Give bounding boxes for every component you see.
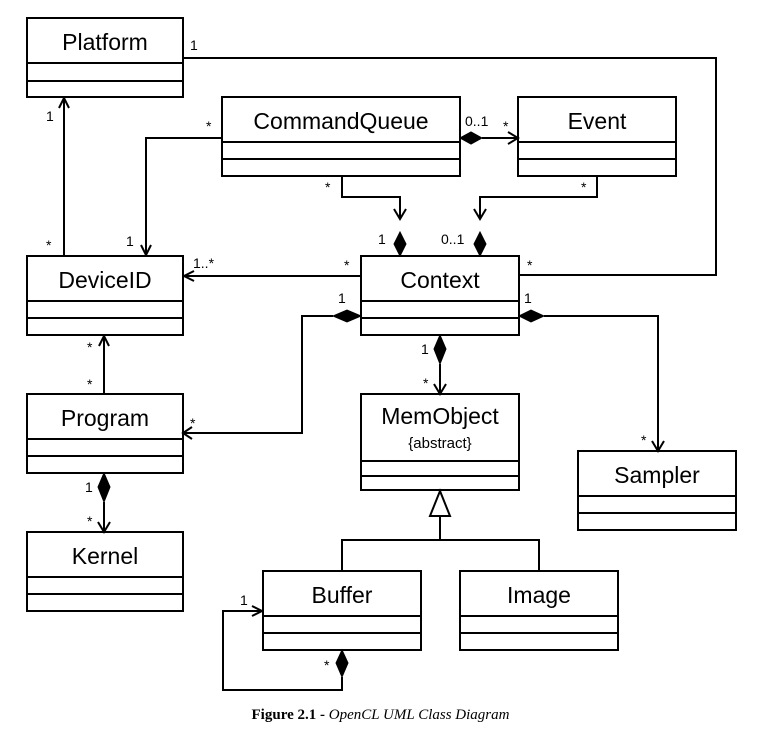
- multiplicity-label: *: [503, 118, 509, 134]
- buffer-self-diamond: [335, 648, 349, 679]
- multiplicity-label: *: [324, 657, 330, 673]
- multiplicity-label: 1: [190, 37, 198, 53]
- multiplicity-label: 1: [338, 290, 346, 306]
- buffer-self-association: [222, 611, 343, 691]
- program-context-arrowhead: [181, 426, 193, 440]
- multiplicity-label: *: [344, 257, 350, 273]
- multiplicity-label: 1: [85, 479, 93, 495]
- platform-label: Platform: [62, 29, 148, 55]
- multiplicity-label: 1: [421, 341, 429, 357]
- figure-caption: Figure 2.1 - OpenCL UML Class Diagram: [0, 707, 761, 724]
- multiplicity-label: *: [641, 432, 647, 448]
- event-context-diamond: [473, 230, 487, 258]
- command-queue-label: CommandQueue: [253, 108, 428, 134]
- multiplicity-label: 1: [240, 592, 248, 608]
- multiplicity-label: 1..*: [193, 255, 215, 271]
- queue-event-arrowhead: [507, 131, 520, 145]
- sampler-context-composition: [544, 315, 659, 451]
- uml-class-diagram: Platform CommandQueue Event DeviceID Con…: [26, 17, 737, 691]
- sampler-label: Sampler: [614, 462, 700, 488]
- multiplicity-label: *: [325, 179, 331, 195]
- multiplicity-label: 1: [126, 233, 134, 249]
- caption-label: Figure 2.1 -: [251, 707, 325, 723]
- queue-context-diamond: [393, 230, 407, 258]
- caption-title: OpenCL UML Class Diagram: [328, 707, 510, 723]
- memobject-context-diamond: [433, 333, 447, 366]
- queue-deviceid-association: [146, 137, 222, 255]
- event-context-composition: [479, 176, 598, 219]
- multiplicity-label: *: [87, 513, 93, 529]
- queue-event-diamond: [458, 131, 484, 145]
- deviceid-label: DeviceID: [58, 267, 151, 293]
- multiplicity-label: *: [581, 179, 587, 195]
- multiplicity-label: *: [190, 415, 196, 431]
- queue-context-composition: [341, 176, 401, 219]
- kernel-program-diamond: [97, 471, 111, 504]
- buffer-generalization-branch: [341, 539, 540, 571]
- image-class: [459, 570, 619, 651]
- event-context-arrowhead: [473, 208, 487, 221]
- queue-context-arrowhead: [393, 208, 407, 221]
- memobject-label: MemObject: [381, 403, 499, 429]
- multiplicity-label: 0..1: [465, 113, 489, 129]
- multiplicity-label: *: [87, 376, 93, 392]
- multiplicity-label: 0..1: [441, 231, 465, 247]
- image-label: Image: [507, 582, 571, 608]
- sampler-context-arrowhead: [651, 440, 665, 453]
- multiplicity-label: *: [46, 237, 52, 253]
- generalization-triangle: [428, 488, 452, 517]
- platform-context-association: [183, 57, 717, 276]
- kernel-label: Kernel: [72, 543, 138, 569]
- multiplicity-label: *: [527, 257, 533, 273]
- multiplicity-label: 1: [378, 231, 386, 247]
- program-label: Program: [61, 405, 149, 431]
- kernel-program-arrowhead: [97, 521, 111, 534]
- program-context-diamond: [331, 309, 363, 323]
- buffer-label: Buffer: [312, 582, 373, 608]
- program-context-composition: [183, 315, 333, 434]
- memobject-stereotype: {abstract}: [408, 435, 471, 452]
- sampler-context-diamond: [517, 309, 546, 323]
- memobject-context-arrowhead: [433, 383, 447, 396]
- multiplicity-label: *: [206, 118, 212, 134]
- multiplicity-label: *: [423, 375, 429, 391]
- event-label: Event: [568, 108, 627, 134]
- multiplicity-label: 1: [46, 108, 54, 124]
- multiplicity-label: 1: [524, 290, 532, 306]
- multiplicity-label: *: [87, 339, 93, 355]
- context-label: Context: [400, 267, 480, 293]
